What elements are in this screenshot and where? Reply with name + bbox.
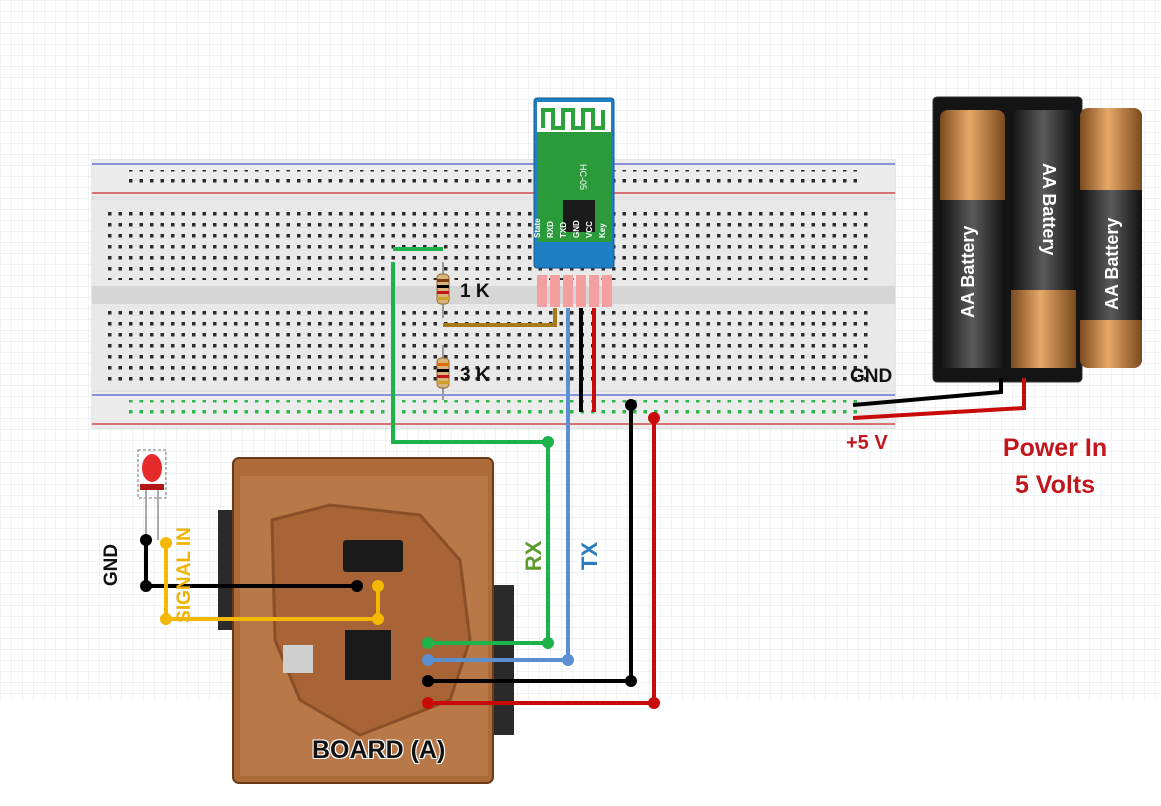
resistor-3k-label: 3 K bbox=[460, 365, 490, 386]
resistor-1k-label: 1 K bbox=[460, 281, 490, 302]
hc05-label: HC-05 bbox=[578, 164, 588, 190]
wire-olive-divider bbox=[443, 308, 557, 327]
rx-label: RX bbox=[521, 540, 546, 572]
board-label: BOARD (A) bbox=[312, 736, 446, 764]
battery-2-label: AA Battery bbox=[1039, 163, 1059, 256]
gnd-label: GND bbox=[850, 366, 893, 387]
wire-yellow-signal bbox=[164, 543, 380, 621]
pin-label-txd: TXD bbox=[559, 222, 568, 238]
wire-endpoints bbox=[140, 399, 660, 709]
tx-label: TX bbox=[577, 541, 602, 571]
power-in-label: Power In 5 Volts bbox=[990, 430, 1120, 504]
pin-label-gnd: GND bbox=[572, 220, 581, 238]
pin-label-key: Key bbox=[598, 223, 607, 238]
power-in-line2: 5 Volts bbox=[1014, 471, 1096, 499]
hc05-module: HC-05 bbox=[533, 97, 615, 269]
plus5v-label: +5 V bbox=[846, 432, 888, 454]
signal-in-label: SIGNAL IN bbox=[174, 527, 195, 623]
pin-label-vcc: VCC bbox=[585, 221, 594, 238]
power-in-line1: Power In bbox=[1002, 434, 1108, 462]
pin-label-state: State bbox=[533, 218, 542, 238]
battery-holder bbox=[932, 96, 1142, 383]
breadboard bbox=[91, 159, 896, 429]
resistor-1k bbox=[436, 262, 450, 318]
battery-1-label: AA Battery bbox=[958, 225, 978, 318]
battery-3-label: AA Battery bbox=[1102, 217, 1122, 310]
gnd-side-label: GND bbox=[101, 543, 122, 587]
led bbox=[137, 449, 167, 540]
pin-label-rxd: RXD bbox=[546, 221, 555, 238]
resistor-3k bbox=[436, 345, 450, 400]
hc05-pins bbox=[537, 275, 612, 307]
